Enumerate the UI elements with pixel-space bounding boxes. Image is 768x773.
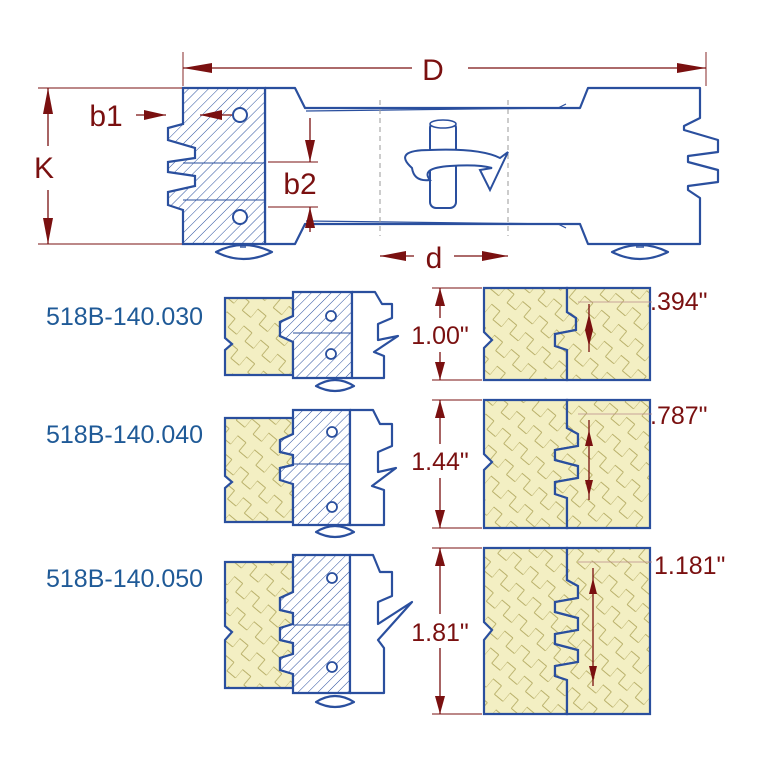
profile-pitch: .394": [650, 288, 708, 316]
dim-label-d: d: [426, 242, 443, 275]
dim-label-b2: b2: [283, 168, 316, 201]
part-number: 518B-140.040: [46, 421, 203, 449]
profile-pitch: .787": [650, 402, 708, 430]
part-number: 518B-140.030: [46, 303, 203, 331]
profile-height: 1.44": [411, 448, 469, 476]
knife-screw-hole: [232, 107, 248, 123]
part-number: 518B-140.050: [46, 565, 203, 593]
profile-height: 1.00": [411, 322, 469, 350]
screw-head: [610, 243, 670, 261]
profile-height: 1.81": [411, 619, 469, 647]
profile-pitch: 1.181": [654, 552, 725, 580]
top-view: D K b1 b2 d: [34, 52, 720, 275]
left-knife: [166, 86, 267, 246]
profile-row: 518B-140.050 1.81" 1.181": [46, 546, 725, 716]
screw-head: [214, 243, 274, 261]
knife-screw-hole: [232, 209, 248, 225]
profile-row: 518B-140.040 1.44" .787": [46, 398, 708, 539]
dim-label-D: D: [422, 54, 444, 87]
dim-label-K: K: [34, 152, 54, 185]
rotation-arrow-icon: [404, 148, 509, 193]
dim-label-b1: b1: [89, 100, 122, 133]
profile-row: 518B-140.030 1.00" .394": [46, 286, 708, 393]
